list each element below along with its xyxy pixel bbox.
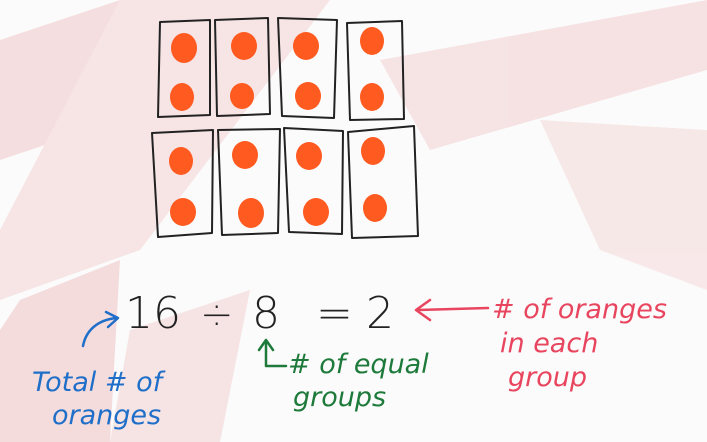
each-label-line3: group <box>508 362 587 393</box>
watermark-band-3 <box>380 0 707 150</box>
orange-dot <box>293 32 319 60</box>
each-label-line2: in each <box>500 328 598 359</box>
total-label-line2: oranges <box>52 400 161 431</box>
oranges <box>169 27 387 228</box>
orange-dot <box>230 83 254 109</box>
group-box-5 <box>151 129 214 238</box>
equation-equals-sign: = <box>316 288 353 339</box>
groups-label-line2: groups <box>293 382 386 413</box>
blue-arrow-head-icon <box>104 310 120 329</box>
groups-label-line1: # of equal <box>288 349 429 380</box>
orange-dot <box>303 198 329 226</box>
orange-dot <box>170 83 194 111</box>
equation-divide-sign: ÷ <box>200 292 234 338</box>
equation-quotient: 2 <box>366 288 394 339</box>
orange-dot <box>360 83 384 111</box>
equation: 16 ÷ 8 = 2 <box>125 288 394 339</box>
orange-dot <box>232 141 258 169</box>
total-label-line1: Total # of <box>32 367 166 398</box>
orange-dot <box>363 194 387 222</box>
red-arrow-head-icon <box>414 298 432 322</box>
watermark-band-5 <box>110 290 250 442</box>
equation-dividend: 16 <box>125 288 181 339</box>
each-label-group: # of oranges in each group <box>414 294 667 393</box>
watermark-band-6 <box>0 260 120 442</box>
group-box-4 <box>346 20 405 121</box>
orange-dot <box>238 198 264 228</box>
orange-dot <box>170 198 196 226</box>
orange-dot <box>296 142 322 170</box>
group-box-3 <box>277 17 338 119</box>
orange-dot <box>295 82 321 110</box>
groups-label-group: # of equal groups <box>257 338 429 413</box>
green-arrow-head-icon <box>257 338 275 352</box>
orange-dot <box>171 33 197 63</box>
red-arrow-line <box>416 306 490 312</box>
each-label-line1: # of oranges <box>492 294 667 325</box>
group-box-7 <box>283 127 344 235</box>
orange-dot <box>169 147 193 175</box>
green-arrow-line <box>264 340 288 368</box>
group-box-1 <box>157 19 211 118</box>
orange-dot <box>231 32 257 60</box>
orange-dot <box>360 27 384 55</box>
orange-dot <box>361 137 385 165</box>
watermark-band-4 <box>540 120 707 290</box>
total-label-group: Total # of oranges <box>32 310 166 431</box>
group-box-2 <box>214 17 271 117</box>
group-box-8 <box>347 125 419 239</box>
watermark-band-2 <box>0 0 330 300</box>
equation-divisor: 8 <box>252 288 280 339</box>
group-box-6 <box>217 128 281 236</box>
orange-array <box>151 17 419 239</box>
blue-arrow-curve <box>81 316 118 348</box>
